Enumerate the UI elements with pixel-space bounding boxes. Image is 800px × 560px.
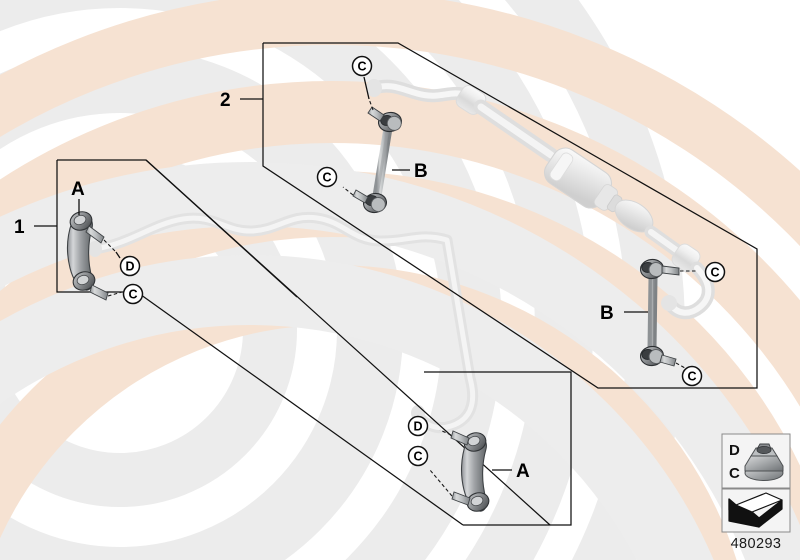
legend-box: D C 480293 [721,433,791,552]
callout-c-group2-top-circle [351,55,373,77]
callout-b-right: B [600,303,648,324]
callout-c-group2-midleft-text: C [322,171,331,185]
callout-c-group2-rightlower-circle [681,365,703,387]
callout-a-upper-left: A [71,179,85,215]
callout-b-upper: B [392,161,428,182]
callout-d-upper-left-circle [119,255,141,277]
callout-c-group2-rightlower-text: C [687,370,696,384]
callout-c-group2-midleft: C [316,166,354,196]
callout-d-lower: D [407,415,452,437]
callout-a-lower-right-text: A [516,461,530,482]
callout-c-upper-left-circle [122,283,144,305]
callout-c-group2-midleft-circle [316,166,338,188]
callout-c-group2-top: C [351,55,374,111]
group-1-label: 1 [14,217,57,238]
ghost-active-stabilizer-bar [366,79,715,320]
group-1-lower-box [424,371,572,526]
part-b-right-link [639,258,680,367]
callout-b-right-text: B [600,303,614,324]
callout-c-lower-text: C [413,450,422,464]
callout-c-group2-rightupper-text: C [710,266,719,280]
callout-c-upper-left-text: C [128,288,137,302]
legend-letter-c: C [729,465,740,482]
callout-d-lower-circle [407,415,429,437]
group-1-number: 1 [14,217,25,238]
block-arrow-icon [728,492,783,528]
group-2-boundary [262,42,758,389]
callout-c-group2-rightupper: C [680,261,726,283]
callout-c-group2-top-text: C [357,60,366,74]
part-b-upper-link [352,106,403,214]
callout-c-group2-rightlower: C [675,362,703,387]
callout-c-upper-left: C [107,283,144,305]
callout-c-group2-rightupper-circle [704,261,726,283]
callout-d-lower-text: D [413,420,422,434]
legend-letter-d: D [729,442,740,459]
group-1-boundary-diagonal-bottom [136,291,464,526]
callout-c-lower: C [407,445,453,497]
diagram-part-number: 480293 [731,536,782,552]
group-2-number: 2 [220,90,231,111]
callout-d-upper-left: D [103,239,141,277]
callout-a-lower-right: A [492,461,530,482]
group-2-label: 2 [220,90,263,111]
callout-c-lower-circle [407,445,429,467]
part-a-upper-left [67,211,109,301]
callout-b-upper-text: B [414,161,428,182]
ghost-stabilizer-bar-lower [88,211,479,434]
group-1-boundary-left [56,160,137,293]
part-a-lower-right [450,430,490,512]
hex-flange-nut-icon [744,443,784,481]
callout-d-upper-left-text: D [125,260,134,274]
callout-a-upper-left-text: A [71,179,85,200]
